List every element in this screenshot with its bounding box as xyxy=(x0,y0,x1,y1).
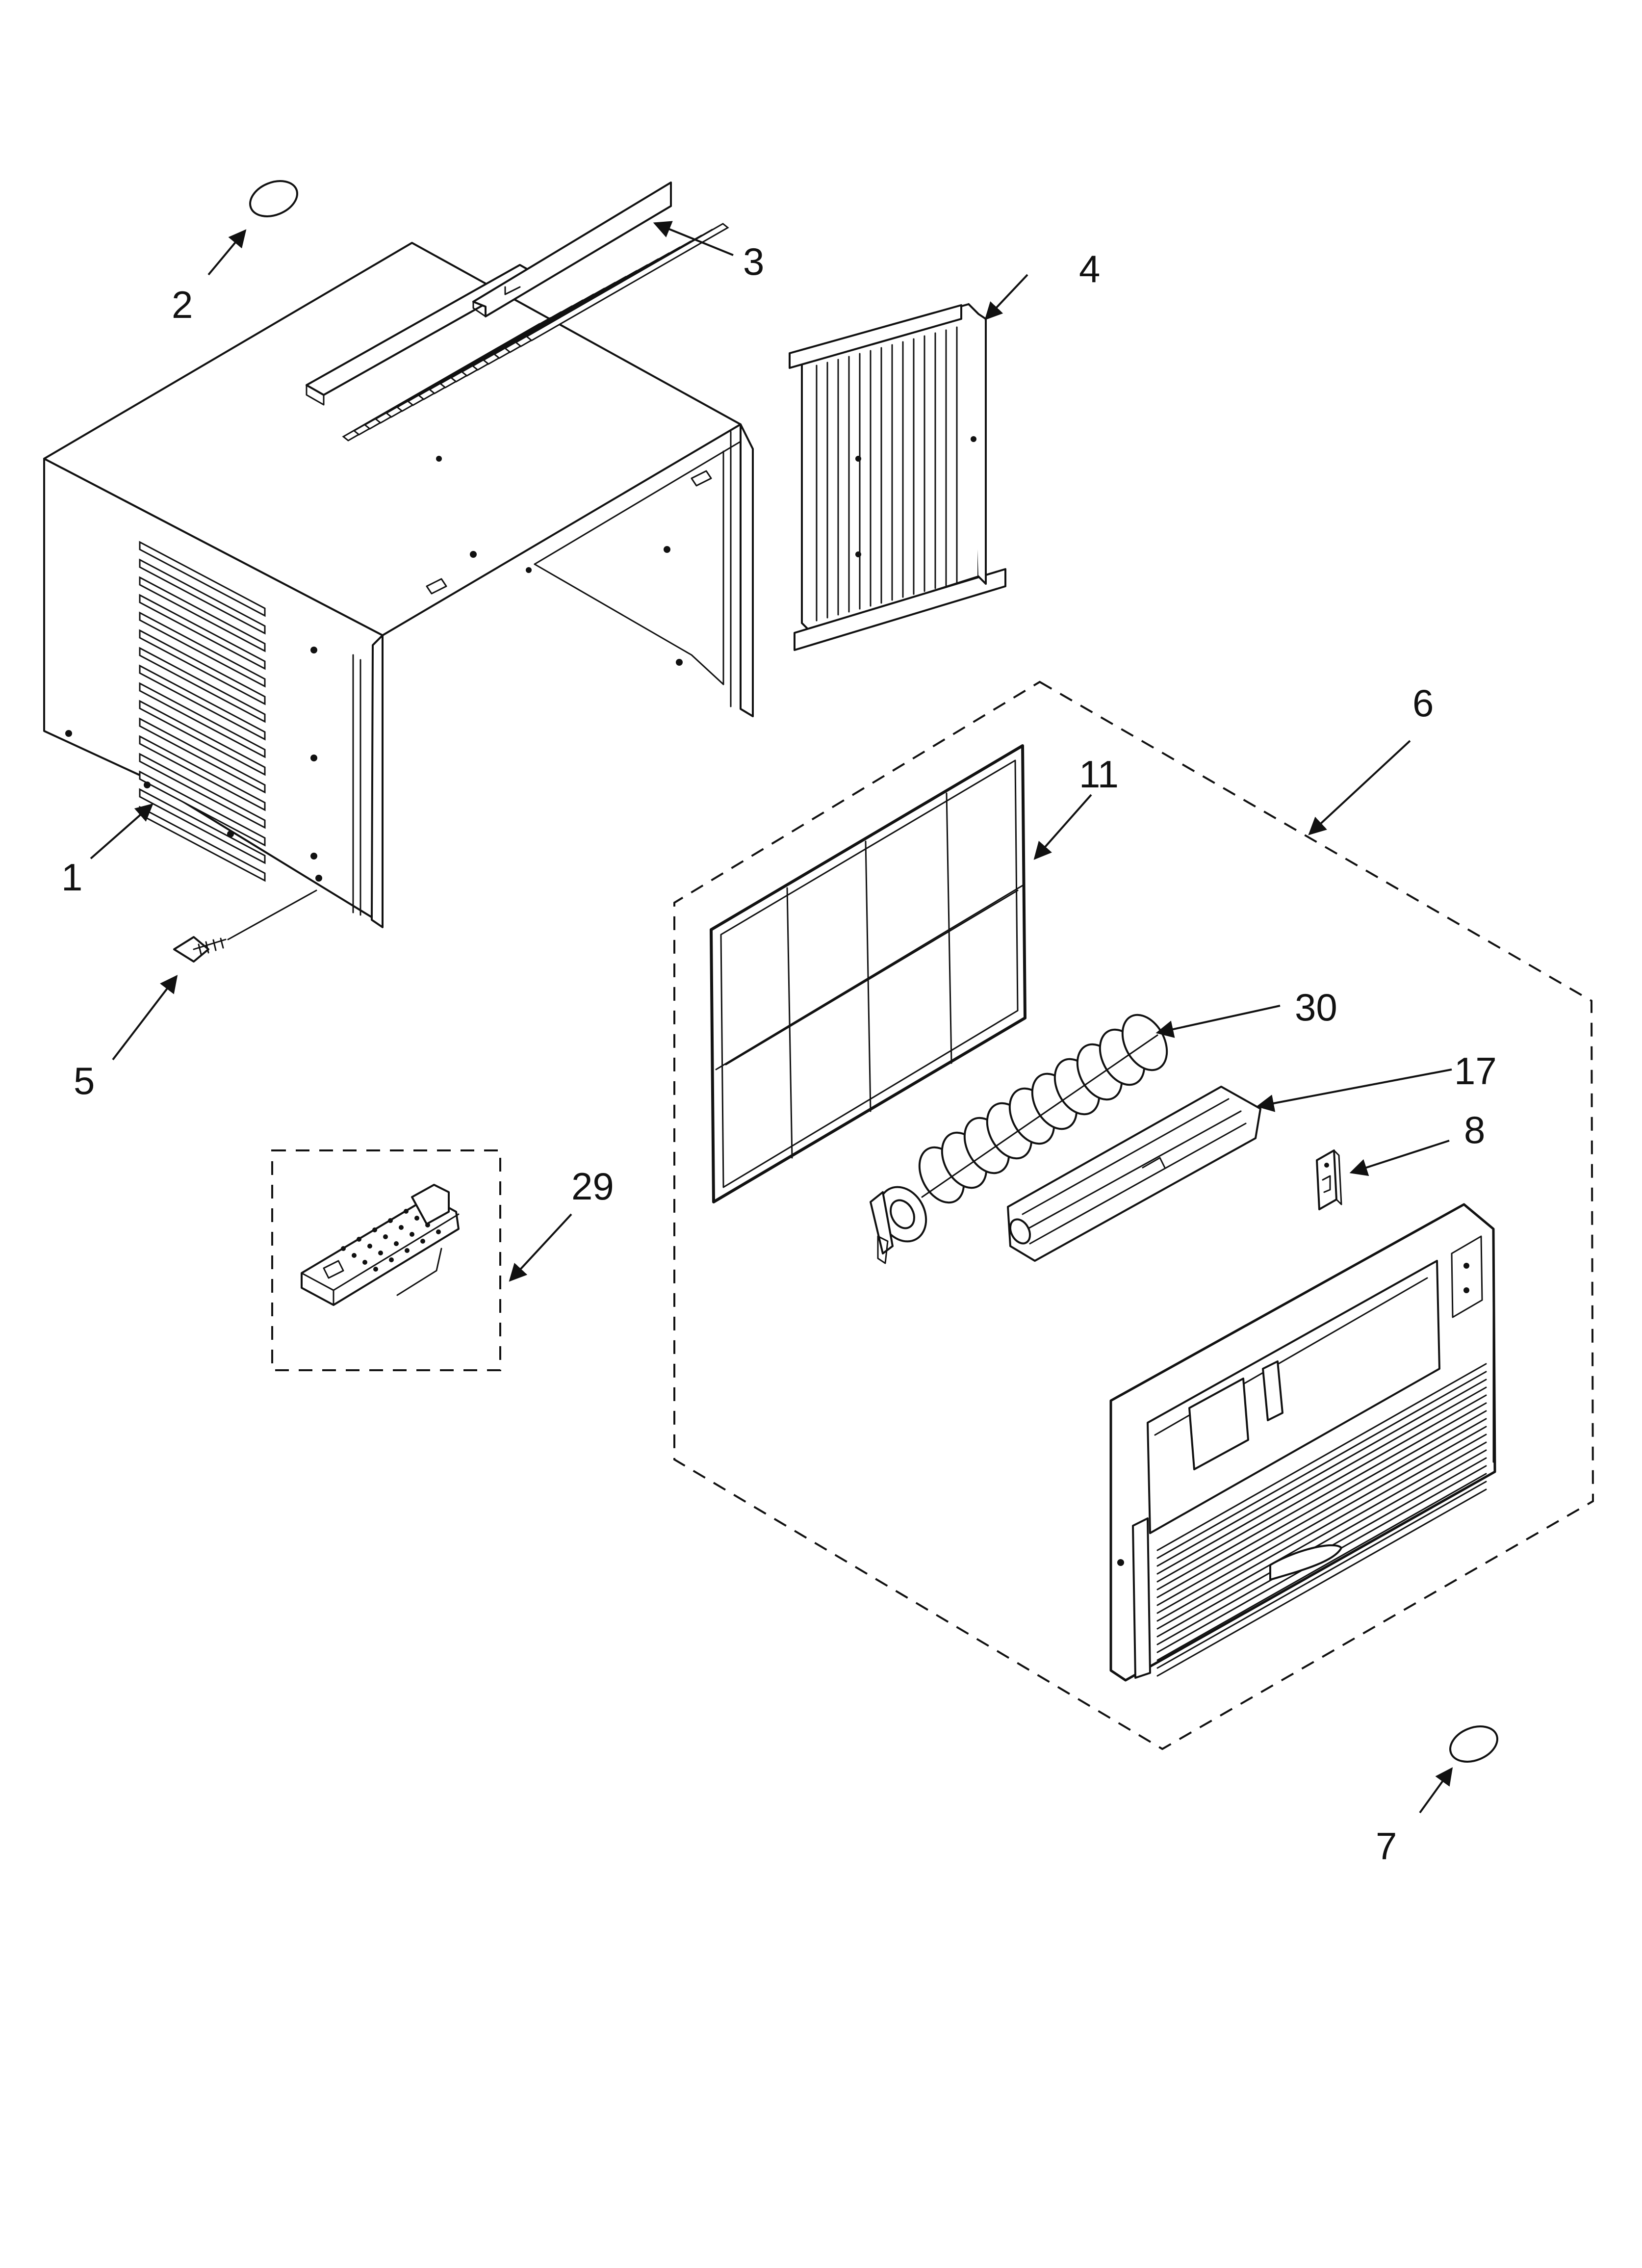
remote-button xyxy=(378,1251,383,1255)
small-bracket xyxy=(1316,1149,1342,1210)
grille-slat xyxy=(1156,1473,1487,1661)
grille-slat xyxy=(1156,1418,1487,1606)
vent-slot xyxy=(525,223,729,341)
callout-1: 1 xyxy=(61,856,82,899)
vent-slot xyxy=(139,629,266,705)
remote-outline xyxy=(271,1149,501,1371)
remote-button xyxy=(404,1209,409,1214)
grille-slat xyxy=(1156,1394,1487,1583)
callout-17: 17 xyxy=(1454,1049,1497,1093)
cabinet-wrapper xyxy=(43,223,754,928)
remote-button xyxy=(414,1216,419,1221)
vent-slot xyxy=(139,700,266,776)
grille-slat xyxy=(1156,1488,1487,1677)
callout-11: 11 xyxy=(1079,753,1119,796)
air-deflector xyxy=(1007,1086,1261,1262)
side-curtain-panel xyxy=(789,303,1006,651)
top-rail xyxy=(472,182,672,317)
vent-slot xyxy=(139,647,266,723)
button-part-7 xyxy=(1449,1725,1498,1763)
vent-slot xyxy=(139,682,266,758)
front-assembly-outline xyxy=(673,680,1594,1750)
vent-slot xyxy=(139,664,266,741)
vent-slot xyxy=(139,558,266,635)
remote-button xyxy=(367,1244,372,1249)
button-part-2 xyxy=(249,180,298,217)
callout-7: 7 xyxy=(1376,1825,1397,1868)
remote-button xyxy=(372,1227,377,1232)
vent-slot xyxy=(139,611,266,688)
grille-slat xyxy=(1156,1371,1487,1559)
callout-6: 6 xyxy=(1412,681,1434,725)
remote-button xyxy=(394,1241,399,1246)
screw xyxy=(173,889,317,963)
remote-button xyxy=(357,1237,361,1242)
vent-slot xyxy=(139,770,266,847)
grille-slat xyxy=(1156,1449,1487,1638)
grille-slat xyxy=(1156,1402,1487,1590)
remote-button xyxy=(352,1253,357,1258)
remote-button xyxy=(410,1232,414,1237)
vent-slot xyxy=(139,576,266,652)
grille-slat xyxy=(1156,1481,1487,1669)
remote-button xyxy=(362,1260,367,1265)
front-grille-panel xyxy=(1109,1203,1496,1682)
vent-slot xyxy=(139,541,266,617)
vent-slot xyxy=(139,753,266,829)
remote-button xyxy=(388,1218,393,1223)
air-filter xyxy=(710,744,1026,1203)
grille-slat xyxy=(1156,1379,1487,1567)
vent-slot xyxy=(139,717,266,794)
callout-5: 5 xyxy=(74,1059,95,1102)
remote-button xyxy=(405,1248,410,1253)
callout-29: 29 xyxy=(571,1165,614,1208)
grille-slat xyxy=(1156,1363,1487,1551)
grille-slat xyxy=(1156,1441,1487,1630)
remote-button xyxy=(341,1246,346,1251)
remote-button xyxy=(436,1229,441,1234)
callout-8: 8 xyxy=(1464,1108,1485,1151)
remote-button xyxy=(399,1225,404,1230)
vent-slot xyxy=(139,788,266,864)
callout-3: 3 xyxy=(743,240,764,283)
remote-button xyxy=(389,1257,394,1262)
remote-button xyxy=(373,1267,378,1272)
grille-slat xyxy=(1156,1386,1487,1575)
remote-control xyxy=(301,1184,460,1306)
grille-slat xyxy=(1156,1426,1487,1614)
grille-slat xyxy=(1156,1434,1487,1622)
callout-2: 2 xyxy=(172,283,193,326)
callout-4: 4 xyxy=(1079,247,1100,290)
remote-button xyxy=(425,1223,430,1227)
grille-slat xyxy=(1156,1410,1487,1598)
vent-slot xyxy=(139,735,266,811)
vent-slot xyxy=(139,594,266,670)
blower-wheel xyxy=(870,1014,1168,1264)
callout-30: 30 xyxy=(1295,986,1337,1029)
remote-button xyxy=(420,1239,425,1244)
remote-button xyxy=(383,1234,388,1239)
